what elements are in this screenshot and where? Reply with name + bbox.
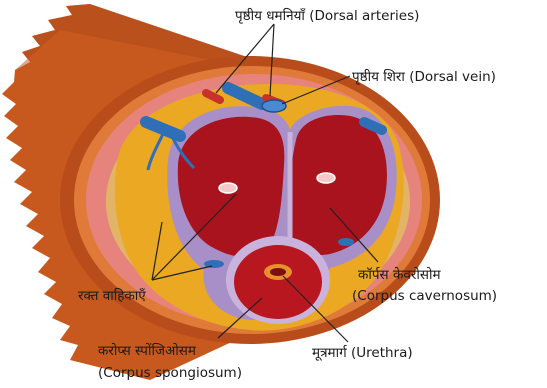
label-dorsal-arteries: पृष्ठीय धमनियाँ (Dorsal arteries) — [235, 7, 419, 24]
label-dorsal-vein: पृष्ठीय शिरा (Dorsal vein) — [352, 68, 496, 85]
cavernous-artery-left — [219, 183, 237, 193]
urethra-lumen — [270, 268, 286, 276]
label-corpus-cavernosum-english: (Corpus cavernosum) — [352, 288, 497, 304]
label-corpus-spongiosum-english: (Corpus spongiosum) — [98, 365, 242, 381]
corpus-spongiosum-group — [226, 236, 330, 324]
cavernous-artery-right — [317, 173, 335, 183]
label-corpus-spongiosum-hindi: करोप्स स्पोंजिओसम — [98, 342, 197, 359]
corpus-spongiosum — [234, 245, 322, 319]
label-urethra: मूत्रमार्ग (Urethra) — [312, 344, 413, 361]
label-blood-vessels: रक्त वाहिकाएँ — [78, 287, 146, 304]
vessel-lower-right — [338, 238, 354, 246]
dorsal-vein-end — [262, 100, 286, 112]
label-corpus-cavernosum-hindi: कॉर्पस केवरोसोम — [358, 266, 441, 283]
